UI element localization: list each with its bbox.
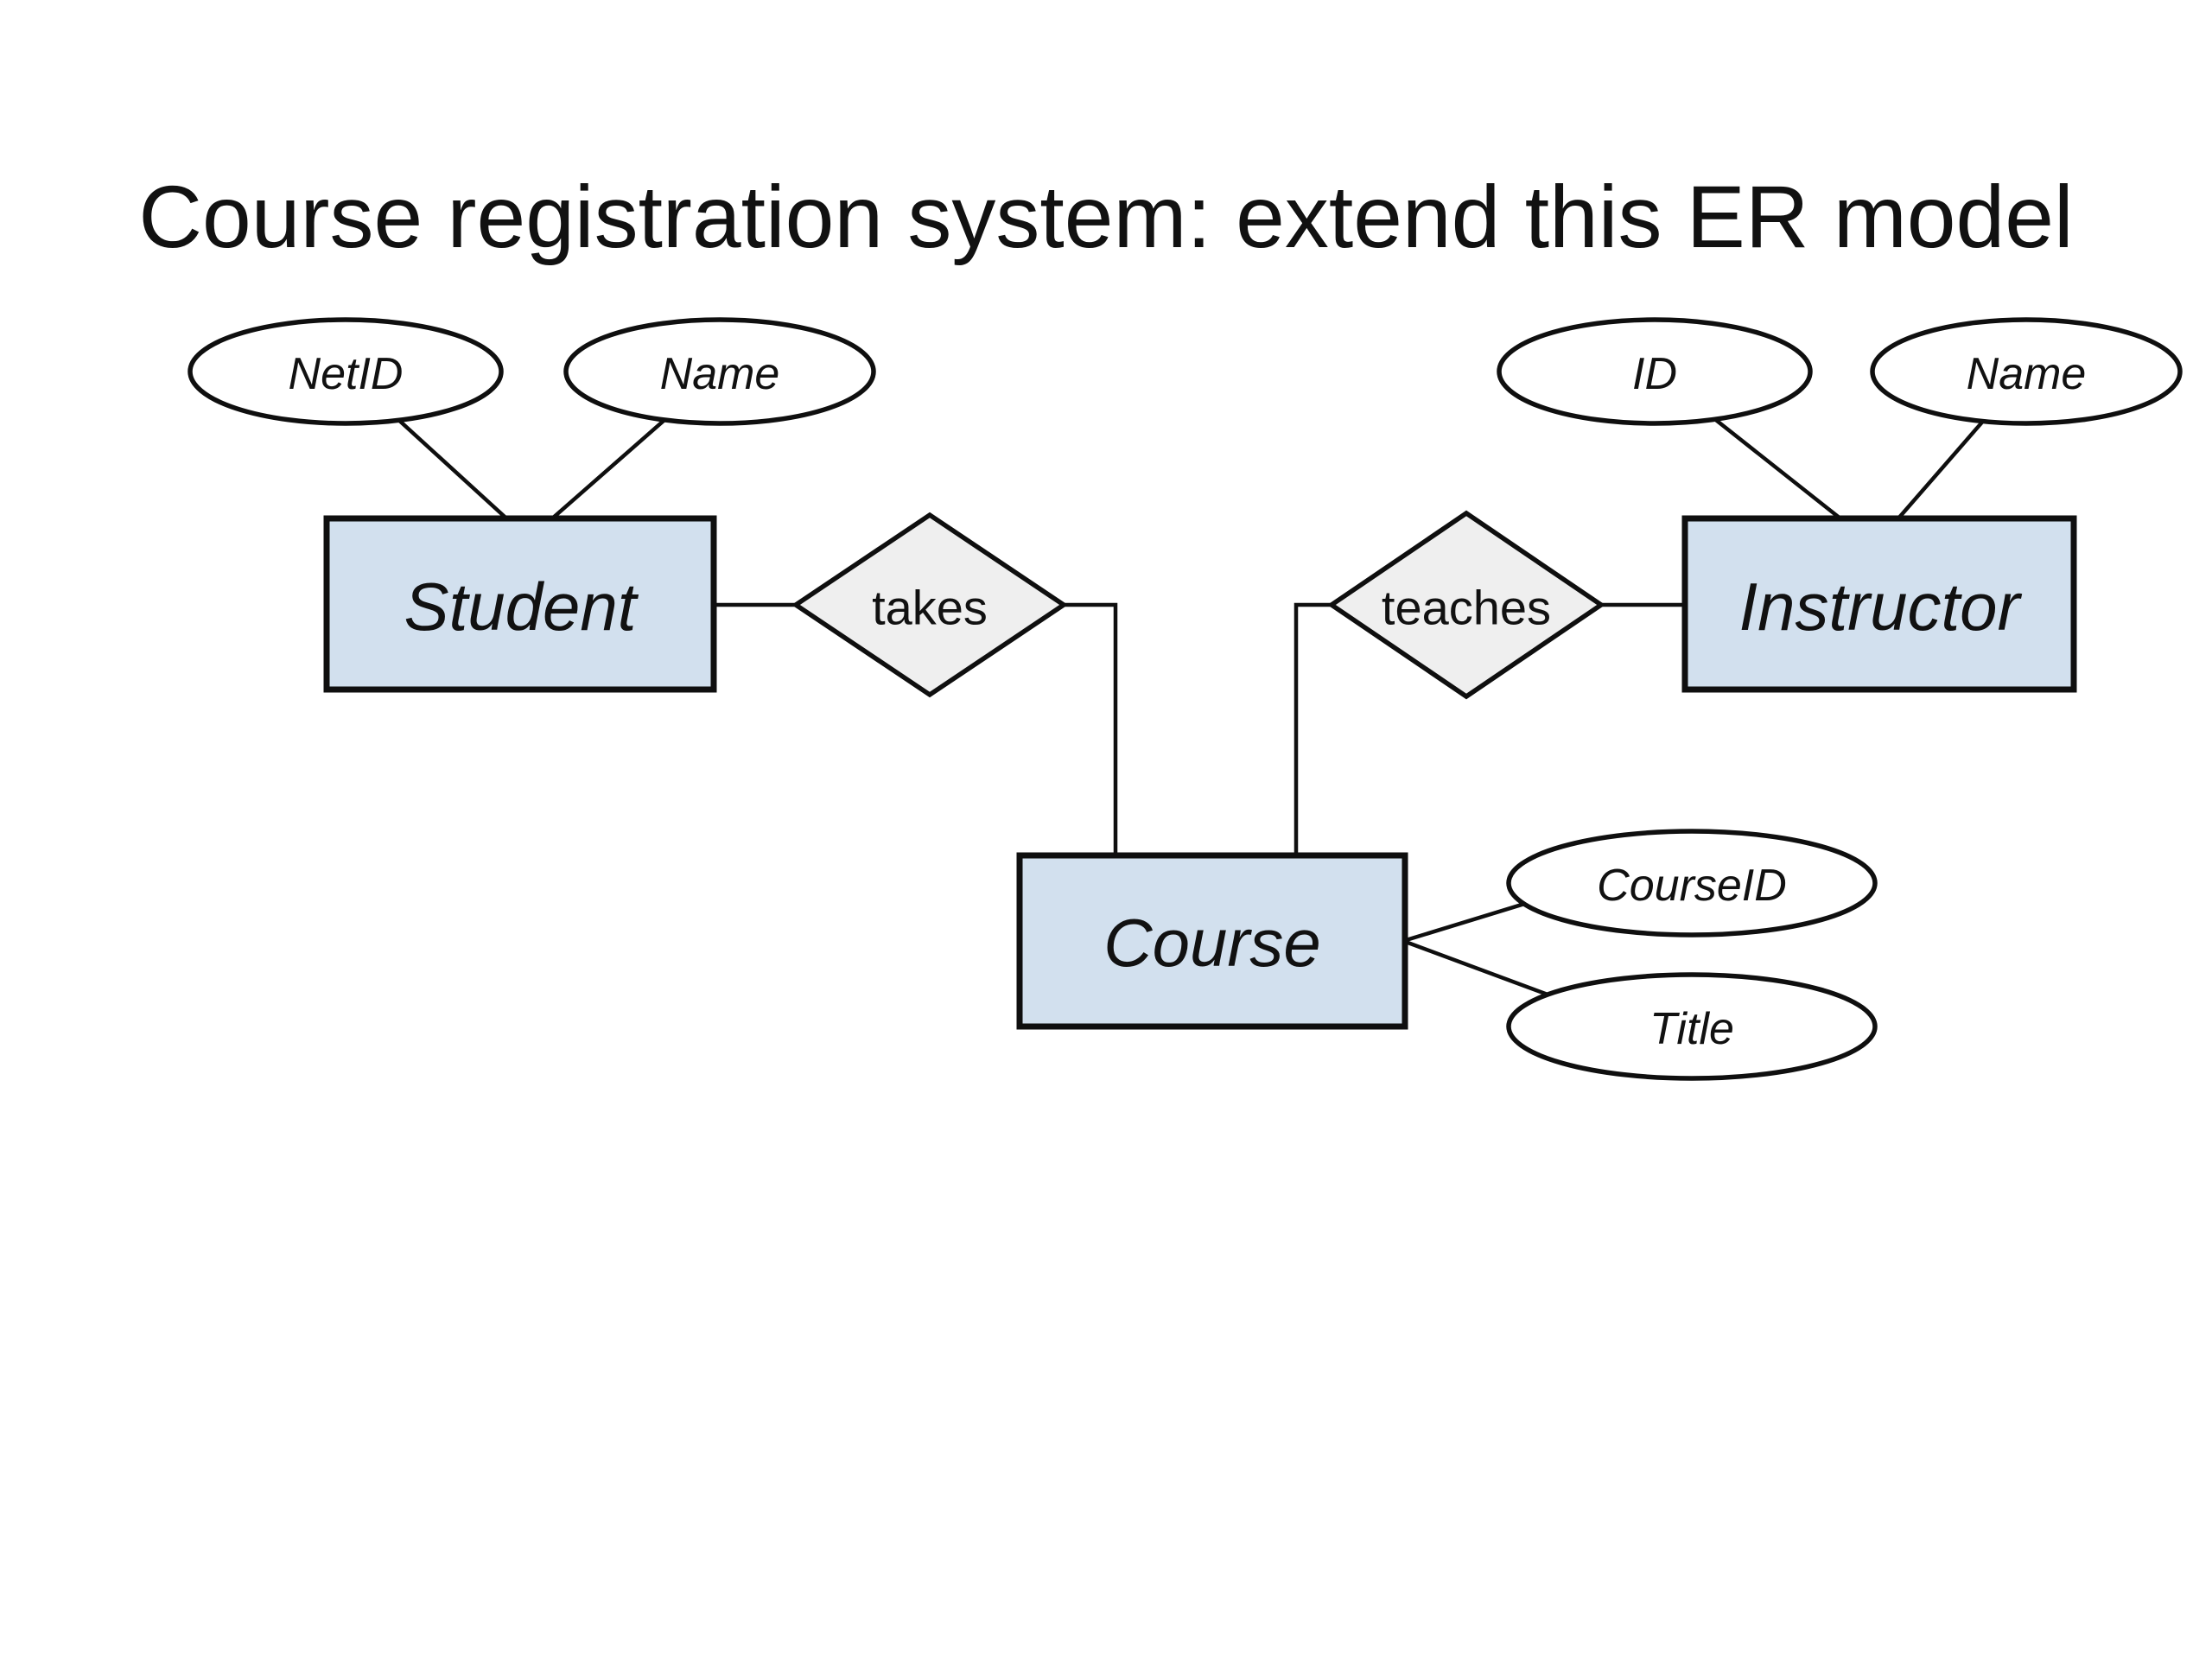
attribute-student-name-ellipse — [563, 317, 876, 426]
attribute-instructor-id: ID — [1497, 317, 1813, 426]
entity-course-box — [1016, 852, 1408, 1030]
attribute-course-id-label: CourseID — [1597, 861, 1787, 911]
connector-takes-course — [1061, 602, 1118, 860]
relationship-takes-label: takes — [872, 581, 988, 635]
relationship-takes: takes — [791, 512, 1068, 698]
attribute-netid-label: NetID — [289, 349, 404, 399]
attribute-course-id: CourseID — [1506, 829, 1878, 938]
attribute-instructor-id-label: ID — [1632, 349, 1677, 399]
attribute-course-title-ellipse — [1506, 972, 1878, 1081]
attribute-instructor-name: Name — [1870, 317, 2183, 426]
relationship-takes-diamond — [791, 512, 1068, 698]
attribute-instructor-name-ellipse — [1870, 317, 2183, 426]
attribute-instructor-name-label: Name — [1967, 349, 2087, 399]
connector-course-title — [1402, 938, 1565, 1003]
relationship-teaches-label: teaches — [1382, 581, 1551, 635]
attribute-student-name: Name — [563, 317, 876, 426]
entity-instructor: Instructor — [1681, 515, 2077, 693]
relationship-teaches: teaches — [1327, 510, 1605, 700]
attribute-student-name-label: Name — [660, 349, 780, 399]
attribute-course-id-ellipse — [1506, 829, 1878, 938]
page-title: Course registration system: extend this … — [138, 168, 2074, 266]
entity-instructor-box — [1681, 515, 2077, 693]
attribute-netid: NetID — [188, 317, 504, 426]
attribute-instructor-id-ellipse — [1497, 317, 1813, 426]
entity-course-label: Course — [1103, 905, 1320, 981]
attribute-course-title: Title — [1506, 972, 1878, 1081]
attribute-netid-ellipse — [188, 317, 504, 426]
connector-teaches-course — [1294, 602, 1334, 860]
entity-student-box — [323, 515, 717, 693]
entity-student-label: Student — [404, 569, 639, 645]
relationship-teaches-diamond — [1327, 510, 1605, 700]
entity-course: Course — [1016, 852, 1408, 1030]
entity-student: Student — [323, 515, 717, 693]
attribute-course-title-label: Title — [1649, 1004, 1734, 1054]
entity-instructor-label: Instructor — [1738, 569, 2022, 645]
